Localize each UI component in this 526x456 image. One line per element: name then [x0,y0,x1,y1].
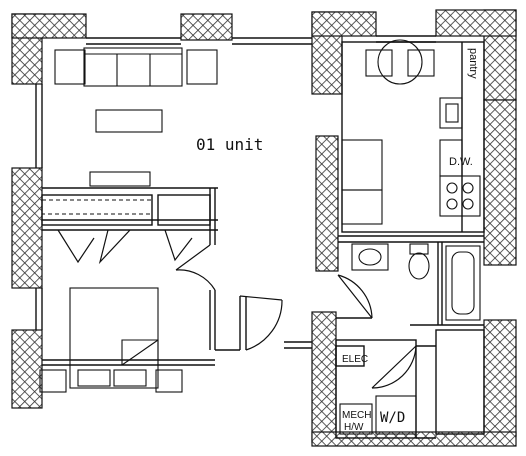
wall-right-lower [483,319,517,437]
nightstand [155,369,183,393]
door-swing-icon [371,345,417,389]
bedroom-closet-shelf [41,199,153,215]
unit-label: 01 unit [196,135,263,154]
doors [57,229,417,389]
dishwasher-label: D.W. [449,156,473,168]
wall-bottom-right [311,431,517,447]
dining-table-icon [365,39,435,85]
coffee-table [95,109,163,133]
mech-label: MECH [342,410,371,421]
wall-left-mid [11,167,43,289]
washer-dryer-label: W/D [380,410,405,426]
door-swing-icon [175,244,216,291]
hw-label: H/W [344,422,364,433]
wall-top-left-cap [11,13,87,39]
wall-top-right-cap [311,11,377,37]
bed-icon [69,287,159,389]
door-swing-icon [239,295,283,351]
pantry-label: pantry [467,48,479,79]
wall-right-top-cap [435,9,517,37]
nightstand [39,369,67,393]
interior-walls [35,35,485,439]
wall-kitchen-divider [315,135,339,272]
desk [89,171,151,187]
mech-unit [339,403,373,435]
wall-left-lower [11,329,43,409]
wall-top-mid-column [180,13,233,41]
wall-right-mid [483,99,517,266]
door-swing-icon [337,274,373,319]
exterior-walls [11,9,517,447]
sofa-icon [54,47,218,87]
washer-dryer [375,395,417,435]
door-swing-icon [164,229,193,262]
door-swing-icon [57,229,131,265]
refrigerator [341,139,383,225]
bathtub-icon [445,245,481,321]
stove-icon [439,175,481,217]
electrical-label: ELEC [342,354,368,365]
sink-icon [351,243,389,271]
toilet-icon [408,243,430,280]
wall-entry-column [311,311,337,443]
